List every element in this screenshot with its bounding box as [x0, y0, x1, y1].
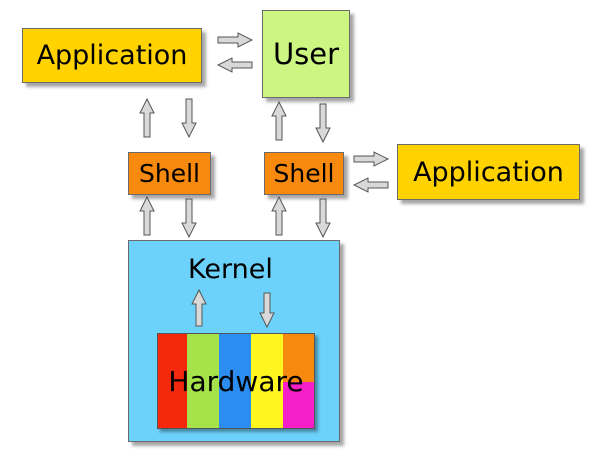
arrow-kernel-to-hardware — [259, 292, 275, 329]
arrow-application-right-to-shell-right — [352, 177, 389, 193]
kernel-label: Kernel — [188, 254, 273, 285]
shell-left-label: Shell — [139, 159, 200, 188]
shell-right-label: Shell — [273, 159, 335, 188]
arrow-kernel-to-shell-left — [139, 195, 155, 236]
hardware-stripe-orange — [283, 334, 314, 382]
hardware-stripe-blue — [219, 334, 251, 428]
arrow-user-to-shell-right — [315, 103, 331, 144]
application-left-box: Application — [22, 28, 202, 83]
arrow-kernel-to-shell-right — [271, 195, 287, 236]
hardware-label: Hardware — [168, 364, 304, 398]
hardware-stripe-magenta — [283, 382, 314, 428]
arrow-application-to-shell-left — [181, 98, 197, 139]
arrow-shell-right-to-user — [271, 100, 287, 141]
arrow-user-to-application — [216, 57, 253, 73]
arrow-shell-left-to-application — [139, 97, 155, 138]
application-right-label: Application — [413, 156, 564, 188]
application-left-label: Application — [36, 40, 188, 71]
hardware-block: Hardware — [157, 333, 315, 429]
user-label: User — [272, 37, 340, 71]
hardware-stripe-yellow — [251, 334, 283, 428]
arrow-hardware-to-kernel — [191, 288, 207, 327]
arrow-shell-right-to-application-right — [353, 151, 390, 167]
user-box: User — [262, 10, 350, 98]
arrow-application-to-user — [217, 32, 254, 48]
arrow-shell-left-to-kernel — [181, 198, 197, 239]
shell-right-box: Shell — [264, 152, 344, 195]
application-right-box: Application — [397, 144, 580, 200]
hardware-stripe-green — [187, 334, 219, 428]
hardware-stripe-red — [158, 334, 187, 428]
shell-left-box: Shell — [128, 152, 211, 195]
arrow-shell-right-to-kernel — [315, 198, 331, 239]
